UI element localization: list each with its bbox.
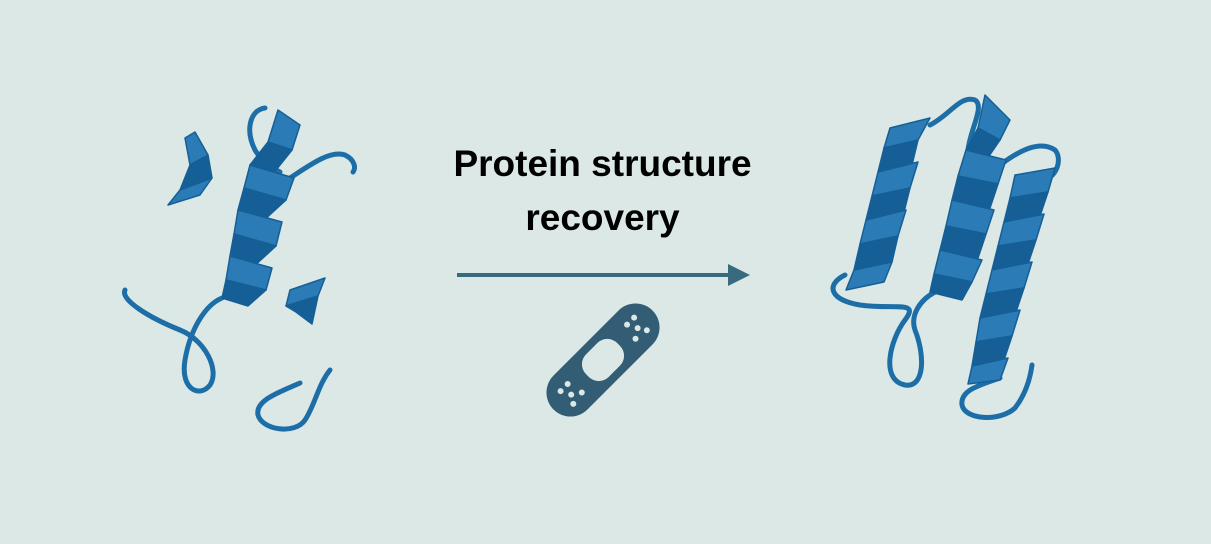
coil-segment <box>287 151 357 181</box>
helix-fragment <box>285 277 326 325</box>
helix-ribbon <box>845 117 931 291</box>
bandage-icon <box>546 303 660 417</box>
arrow-right-icon <box>457 264 750 286</box>
helix-fragment <box>167 131 213 206</box>
coil-segment <box>959 362 1035 420</box>
helix-ribbon <box>967 167 1056 385</box>
helix-ribbon <box>221 109 301 307</box>
coil-segment <box>255 367 333 432</box>
diagram-title: Protein structure recovery <box>453 143 752 238</box>
coil-segment <box>122 287 225 394</box>
broken-protein-icon <box>122 105 357 432</box>
helix-ribbon <box>929 94 1011 301</box>
folded-protein-icon <box>830 94 1061 420</box>
coil-segment <box>830 272 938 388</box>
